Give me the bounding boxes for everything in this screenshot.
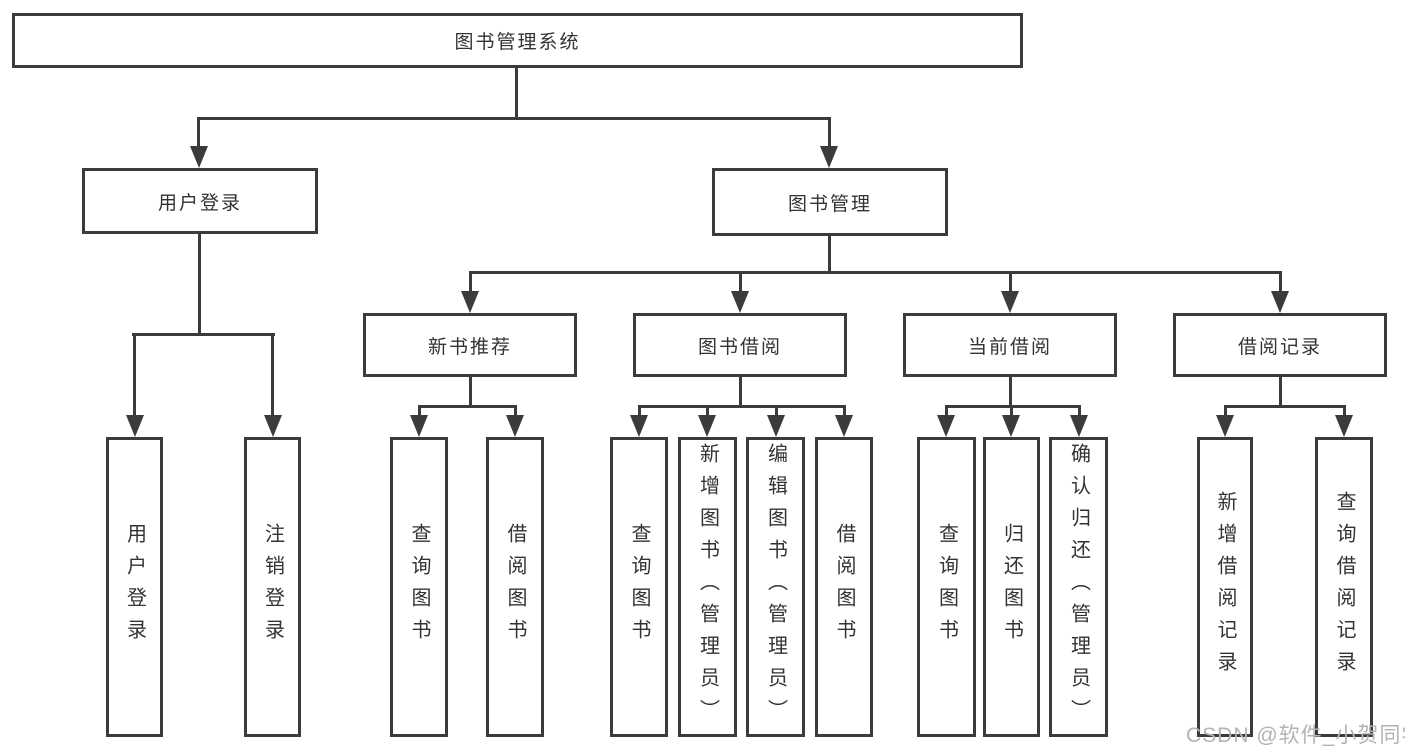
connector-book-borrow-horizontal xyxy=(638,405,846,408)
connector-current-borrow-trunk xyxy=(1009,377,1012,407)
leaf-add-book-admin-label: 新增图书（管理员） xyxy=(696,443,719,731)
arrow-down-borrow-records xyxy=(1271,291,1289,313)
arrow-down-leaf-query-3 xyxy=(937,415,955,437)
connector-root-trunk xyxy=(515,68,518,120)
node-user-login-label: 用户登录 xyxy=(157,192,242,214)
arrow-down-new-book xyxy=(461,291,479,313)
leaf-query-books-3-label: 查询图书 xyxy=(935,523,958,651)
arrow-down-leaf-query-record xyxy=(1335,415,1353,437)
arrow-down-leaf-borrow-1 xyxy=(506,415,524,437)
node-borrow-records: 借阅记录 xyxy=(1173,313,1387,377)
leaf-query-borrow-record: 查询借阅记录 xyxy=(1315,437,1373,737)
arrow-down-book-borrow xyxy=(731,291,749,313)
connector-to-borrow-records xyxy=(1279,271,1282,294)
connector-to-user-login xyxy=(197,117,200,150)
arrow-down-current-borrow xyxy=(1001,291,1019,313)
leaf-query-books-3: 查询图书 xyxy=(917,437,976,737)
leaf-query-books-2-label: 查询图书 xyxy=(628,523,650,651)
connector-new-book-trunk xyxy=(469,377,472,407)
arrow-down-leaf-borrow-2 xyxy=(835,415,853,437)
node-current-borrow: 当前借阅 xyxy=(903,313,1117,377)
node-root: 图书管理系统 xyxy=(12,13,1023,68)
leaf-edit-book-admin: 编辑图书（管理员） xyxy=(746,437,805,737)
leaf-user-login-label: 用户登录 xyxy=(123,523,146,651)
connector-borrow-records-horizontal xyxy=(1224,405,1345,408)
leaf-confirm-return-admin-label: 确认归还（管理员） xyxy=(1067,443,1090,731)
arrow-down-leaf-query-1 xyxy=(410,415,428,437)
node-current-borrow-label: 当前借阅 xyxy=(967,336,1052,358)
arrow-down-leaf-logout xyxy=(264,415,282,437)
arrow-down-user-login xyxy=(190,146,208,168)
arrow-down-leaf-query-2 xyxy=(630,415,648,437)
arrow-down-leaf-edit-book xyxy=(767,415,785,437)
leaf-query-borrow-record-label: 查询借阅记录 xyxy=(1333,491,1355,683)
connector-borrow-records-trunk xyxy=(1279,377,1282,407)
connector-to-leaf-return-book xyxy=(1010,405,1013,417)
leaf-user-login: 用户登录 xyxy=(106,437,163,737)
leaf-query-books-2: 查询图书 xyxy=(610,437,668,737)
connector-level3-horizontal xyxy=(469,271,1282,274)
connector-new-book-horizontal xyxy=(418,405,517,408)
connector-to-leaf-user-login xyxy=(133,333,136,417)
leaf-logout: 注销登录 xyxy=(244,437,301,737)
leaf-query-books-1-label: 查询图书 xyxy=(408,523,430,651)
node-book-borrow-label: 图书借阅 xyxy=(697,336,782,358)
connector-to-leaf-query-record xyxy=(1343,405,1346,417)
connector-book-borrow-trunk xyxy=(739,377,742,407)
arrow-down-leaf-return-book xyxy=(1002,415,1020,437)
leaf-add-book-admin: 新增图书（管理员） xyxy=(678,437,737,737)
leaf-query-books-1: 查询图书 xyxy=(390,437,448,737)
arrow-down-leaf-add-book xyxy=(698,415,716,437)
leaf-borrow-books-1: 借阅图书 xyxy=(486,437,544,737)
connector-user-login-trunk xyxy=(198,233,201,336)
leaf-confirm-return-admin: 确认归还（管理员） xyxy=(1049,437,1108,737)
leaf-return-book: 归还图书 xyxy=(983,437,1040,737)
connector-to-book-borrow xyxy=(739,271,742,294)
connector-to-leaf-query-2 xyxy=(638,405,641,417)
connector-current-borrow-horizontal xyxy=(945,405,1081,408)
connector-to-leaf-confirm-return xyxy=(1078,405,1081,417)
connector-to-book-management xyxy=(828,117,831,150)
node-new-book-recommend-label: 新书推荐 xyxy=(427,336,512,358)
arrow-down-leaf-user-login xyxy=(126,415,144,437)
leaf-logout-label: 注销登录 xyxy=(261,523,284,651)
arrow-down-book-management xyxy=(820,146,838,168)
leaf-borrow-books-2: 借阅图书 xyxy=(815,437,873,737)
connector-user-login-horizontal xyxy=(132,333,275,336)
connector-to-current-borrow xyxy=(1009,271,1012,294)
connector-to-leaf-borrow-2 xyxy=(843,405,846,417)
node-borrow-records-label: 借阅记录 xyxy=(1237,336,1322,358)
leaf-edit-book-admin-label: 编辑图书（管理员） xyxy=(764,443,787,731)
connector-to-leaf-borrow-1 xyxy=(514,405,517,417)
arrow-down-leaf-add-record xyxy=(1216,415,1234,437)
node-new-book-recommend: 新书推荐 xyxy=(363,313,577,377)
node-book-borrow: 图书借阅 xyxy=(633,313,847,377)
connector-to-new-book xyxy=(469,271,472,294)
leaf-add-borrow-record-label: 新增借阅记录 xyxy=(1214,491,1236,683)
leaf-borrow-books-1-label: 借阅图书 xyxy=(504,523,526,651)
connector-book-management-trunk xyxy=(828,234,831,274)
connector-to-leaf-edit-book xyxy=(775,405,778,417)
leaf-return-book-label: 归还图书 xyxy=(1000,523,1023,651)
leaf-borrow-books-2-label: 借阅图书 xyxy=(833,523,855,651)
leaf-add-borrow-record: 新增借阅记录 xyxy=(1197,437,1253,737)
connector-level1-horizontal xyxy=(197,117,831,120)
connector-to-leaf-query-1 xyxy=(418,405,421,417)
connector-to-leaf-query-3 xyxy=(945,405,948,417)
connector-to-leaf-add-book xyxy=(706,405,709,417)
node-book-management: 图书管理 xyxy=(712,168,948,236)
watermark: CSDN @软件_小贺同学 xyxy=(1186,724,1405,747)
node-user-login: 用户登录 xyxy=(82,168,318,234)
connector-to-leaf-logout xyxy=(271,333,274,417)
node-book-management-label: 图书管理 xyxy=(787,193,872,215)
connector-to-leaf-add-record xyxy=(1224,405,1227,417)
node-root-label: 图书管理系统 xyxy=(454,32,581,53)
arrow-down-leaf-confirm-return xyxy=(1070,415,1088,437)
